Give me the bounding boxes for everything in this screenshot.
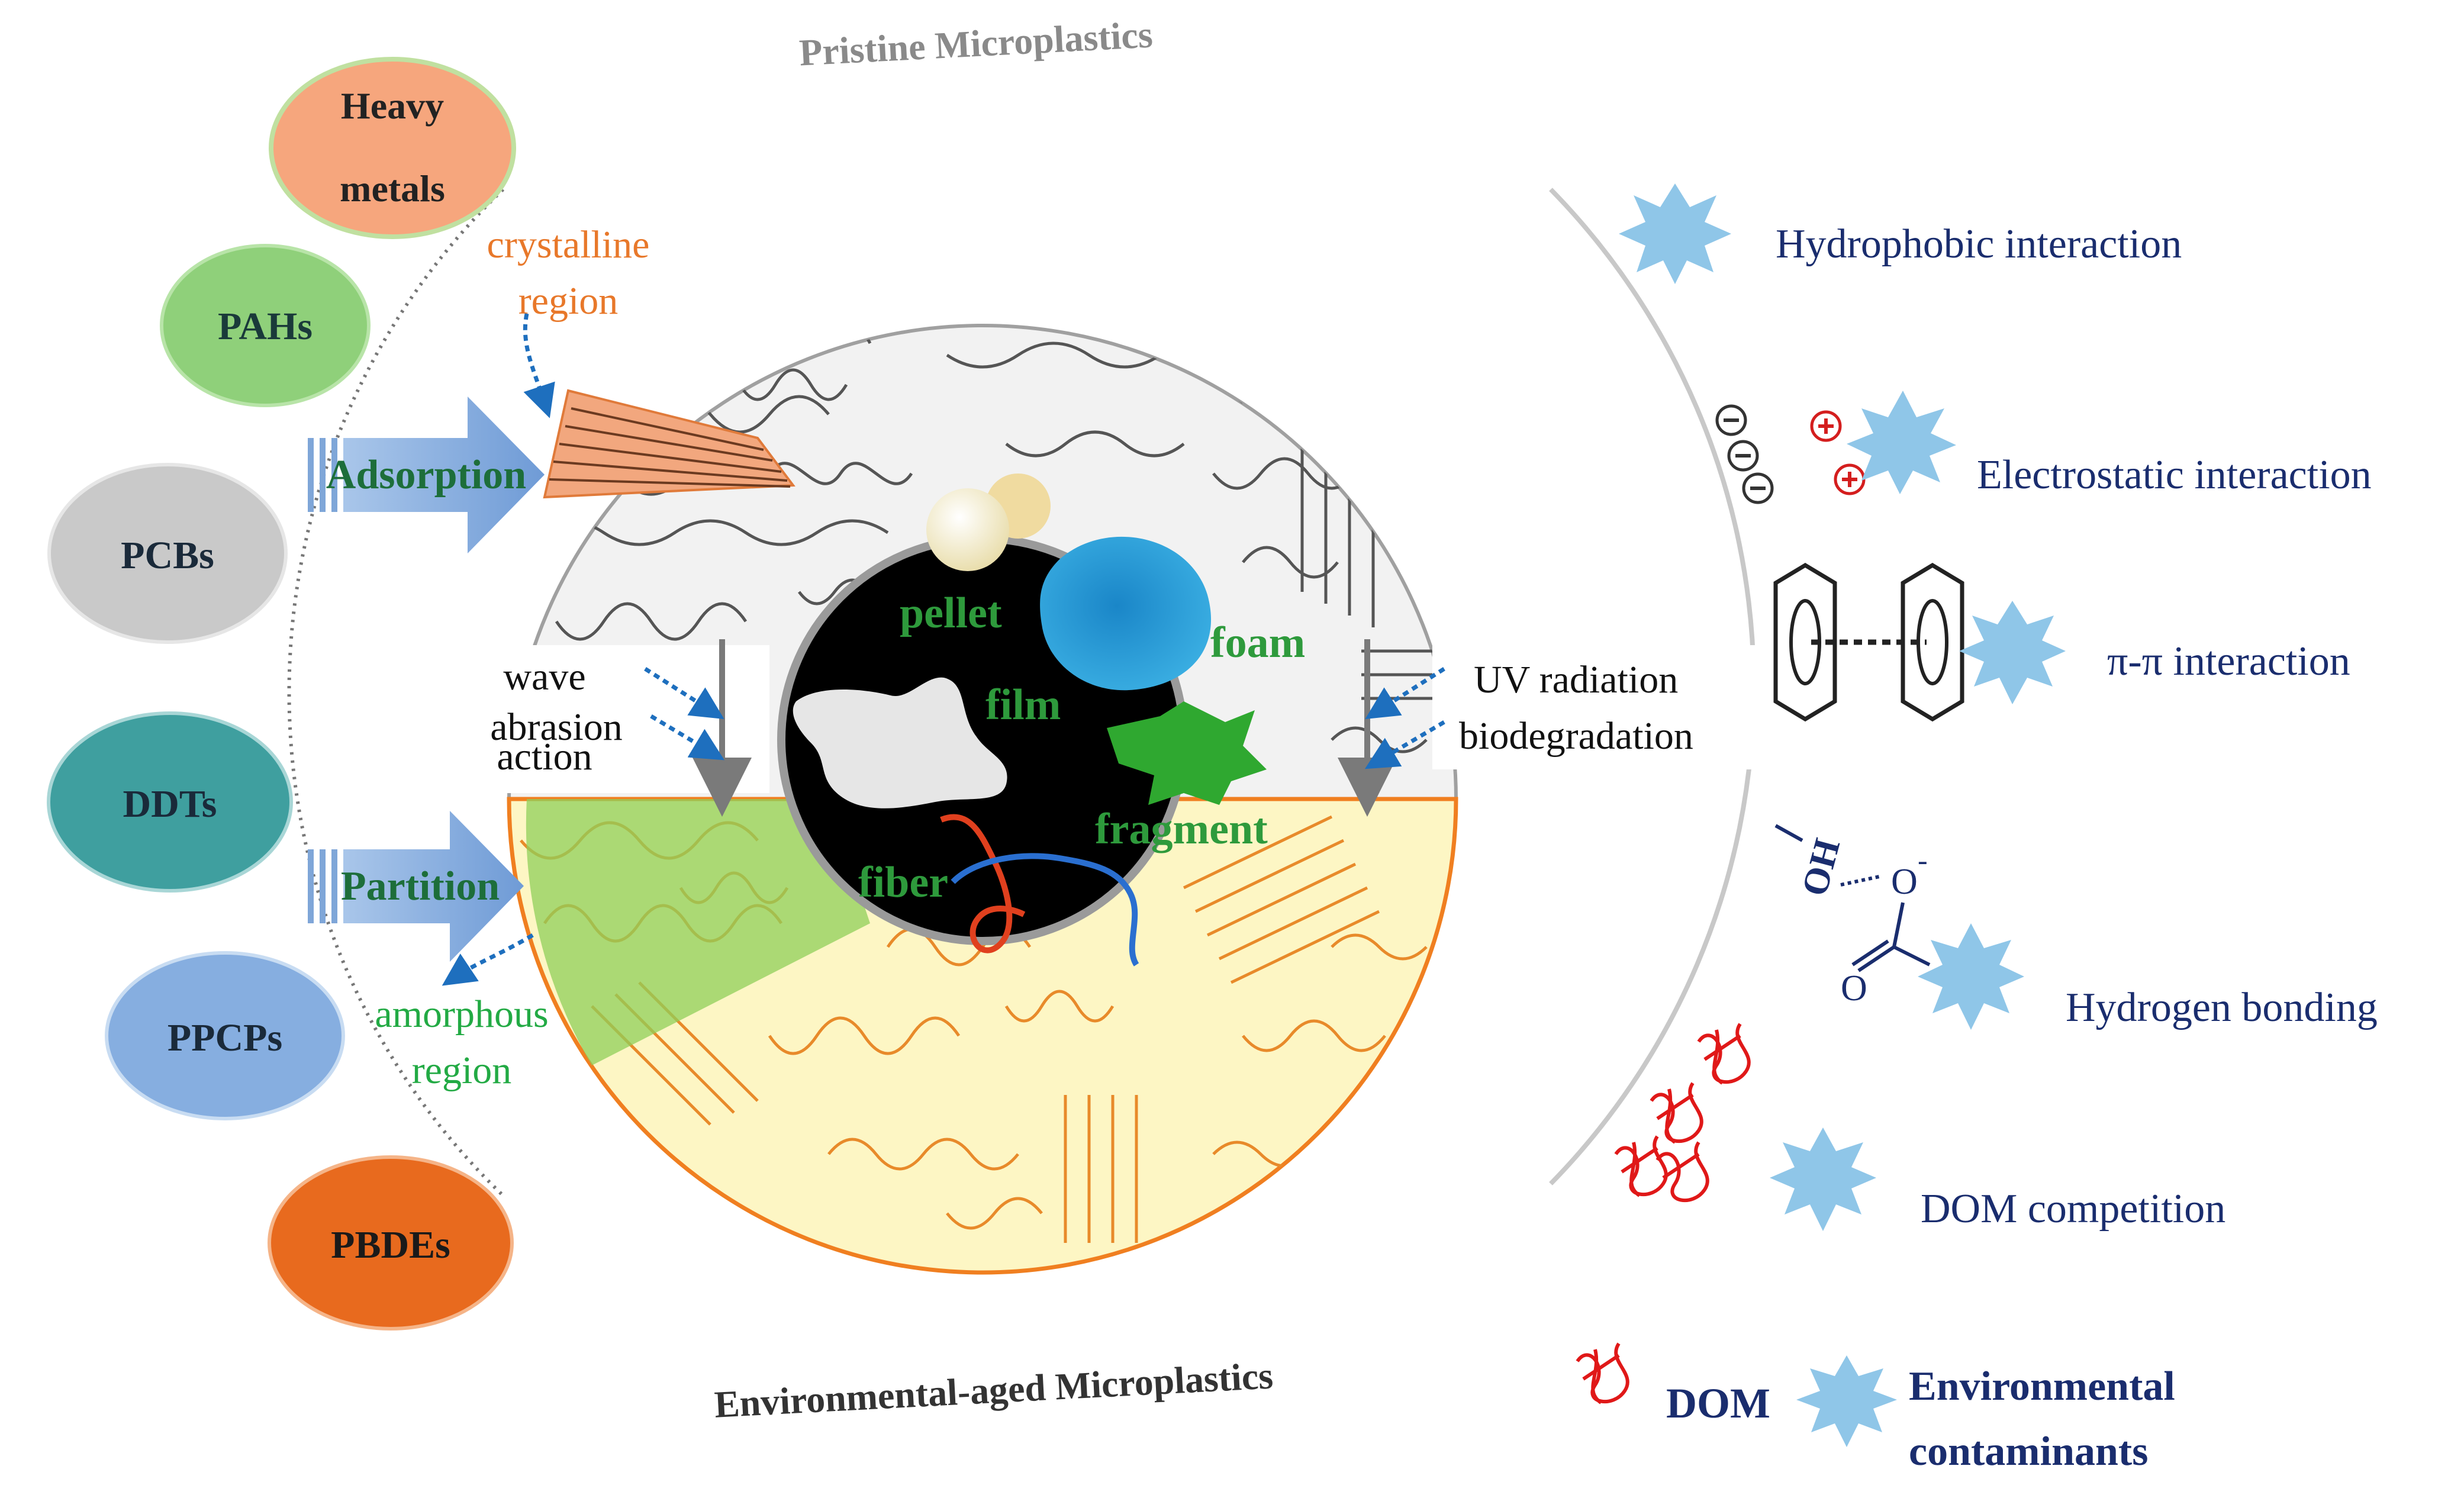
contaminant-heavy-metals: Heavy metals [269, 57, 516, 239]
interaction-hbond: OH O - O Hydrogen bonding [1774, 824, 2378, 1030]
dom-icon [1650, 1082, 1703, 1144]
contaminant-star-icon [1959, 601, 2066, 704]
interaction-electrostatic: Electrostatic interaction [1715, 391, 2372, 504]
amorphous-label: amorphous [375, 993, 548, 1036]
contaminant-star-legend-icon [1796, 1355, 1897, 1447]
contaminant-star-icon [1770, 1127, 1876, 1231]
adsorption-arrow: Adsorption [308, 397, 545, 553]
contaminant-label: PCBs [121, 534, 214, 577]
o-minus-label: O [1891, 862, 1918, 902]
fiber-red [940, 814, 1026, 953]
foam-shape [1040, 536, 1212, 691]
contaminant-list: Heavy metals PAHs PCBs DDTs PPCPs PBDEs [47, 57, 516, 1331]
abrasion-label: abrasion [490, 705, 623, 749]
biodegradation-label: biodegradation [1459, 714, 1693, 758]
pellet-label: pellet [900, 589, 1002, 637]
contaminant-label: DDTs [123, 782, 217, 826]
pristine-title: Pristine Microplastics [798, 13, 1154, 73]
outer-dotted-arc [287, 188, 505, 1197]
foam-label: foam [1210, 618, 1305, 667]
aged-half [507, 797, 1458, 1275]
contaminant-ppcps: PPCPs [105, 951, 345, 1120]
contaminant-ddts: DDTs [47, 711, 293, 893]
contaminant-pcbs: PCBs [47, 463, 288, 644]
contaminant-label: Heavy [341, 85, 444, 127]
legend-env-label-2: contaminants [1909, 1429, 2148, 1474]
hbond-label: Hydrogen bonding [2066, 985, 2378, 1030]
partition-arrow: Partition [308, 811, 524, 962]
contaminant-pahs: PAHs [160, 244, 371, 407]
amorphous-pointer [442, 933, 534, 986]
pipi-label: π-π interaction [2107, 639, 2350, 684]
fragment-shape [1107, 701, 1267, 805]
film-shape [793, 677, 1007, 808]
uv-label: UV radiation [1474, 658, 1678, 701]
adsorption-label: Adsorption [326, 452, 526, 498]
legend-env-label: Environmental [1909, 1364, 2175, 1409]
contaminant-star-icon [1619, 183, 1731, 284]
contaminant-label-2: metals [340, 167, 445, 210]
crystalline-pointer [523, 313, 555, 418]
dom-icon [1614, 1135, 1668, 1197]
aged-title: Environmental-aged Microplastics [713, 1354, 1274, 1425]
dom-competition-label: DOM competition [1921, 1186, 2225, 1232]
contaminant-star-icon [1847, 391, 1956, 494]
aging-label-bg-right [1432, 645, 1764, 769]
film-label: film [985, 681, 1061, 729]
contaminant-pbdes: PBDEs [268, 1155, 514, 1331]
legend-dom-label: DOM [1666, 1380, 1770, 1427]
electrostatic-label: Electrostatic interaction [1977, 452, 2372, 498]
fragment-label: fragment [1095, 805, 1268, 853]
interaction-hydrophobic: Hydrophobic interaction [1619, 183, 2182, 284]
crystalline-label-2: region [518, 279, 619, 323]
abrasion-pointer [650, 714, 725, 761]
crystalline-lines [549, 407, 791, 488]
partition-label: Partition [341, 864, 500, 909]
contaminant-label: PAHs [218, 305, 313, 348]
hydrophobic-label: Hydrophobic interaction [1776, 221, 2182, 267]
oh-label: OH [1795, 835, 1848, 900]
dom-icon [1655, 1141, 1709, 1203]
contaminant-label: PPCPs [168, 1016, 282, 1059]
dom-legend-icon [1576, 1342, 1629, 1404]
minus-sup: - [1918, 843, 1928, 877]
contaminant-star-icon [1918, 923, 2024, 1030]
action-label: action [497, 735, 592, 778]
fiber-label: fiber [858, 858, 948, 907]
interaction-dom: DOM competition [1614, 1023, 2225, 1232]
fiber-blue [951, 853, 1139, 967]
uv-pointer [1365, 667, 1445, 720]
legend: DOM Environmental contaminants [1576, 1342, 2175, 1474]
crystalline-label: crystalline [487, 223, 650, 266]
amorphous-label-2: region [412, 1049, 512, 1092]
o-label: O [1841, 968, 1867, 1009]
interaction-pipi: π-π interaction [1773, 562, 2350, 722]
dom-icon [1697, 1023, 1751, 1085]
contaminant-label: PBDEs [331, 1223, 450, 1267]
wave-pointer [644, 667, 724, 720]
wave-label: wave [503, 655, 585, 698]
pellet-large [926, 488, 1009, 571]
bio-pointer [1364, 720, 1445, 769]
amorphous-region [526, 799, 870, 1065]
